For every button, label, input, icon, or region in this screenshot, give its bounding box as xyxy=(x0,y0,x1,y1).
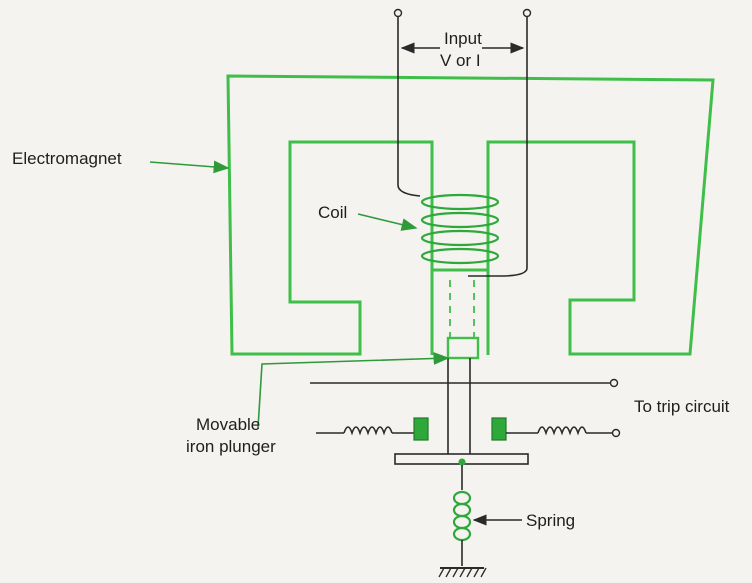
coil-arrow xyxy=(357,213,418,231)
trip-circuit-wiring xyxy=(310,378,621,441)
plunger-label-line2: iron plunger xyxy=(186,437,276,456)
left-contact xyxy=(413,417,429,441)
movable-iron-plunger xyxy=(394,336,529,465)
plunger-arrow xyxy=(257,352,450,429)
coil-winding xyxy=(420,193,500,265)
coil-label: Coil xyxy=(318,203,347,222)
input-terminals xyxy=(393,8,532,277)
trip-circuit-label: To trip circuit xyxy=(634,397,730,416)
electromagnet-arrow xyxy=(149,160,230,174)
spring-label: Spring xyxy=(526,511,575,530)
plunger-label-line1: Movable xyxy=(196,415,260,434)
electromagnet-label: Electromagnet xyxy=(12,149,122,168)
input-label: Input xyxy=(444,29,482,48)
right-contact xyxy=(491,417,507,441)
spring xyxy=(452,458,472,566)
ground-icon xyxy=(438,567,487,578)
input-type-label: V or I xyxy=(440,51,481,70)
electromagnet-core xyxy=(226,74,715,356)
plunger-guide xyxy=(430,270,490,355)
